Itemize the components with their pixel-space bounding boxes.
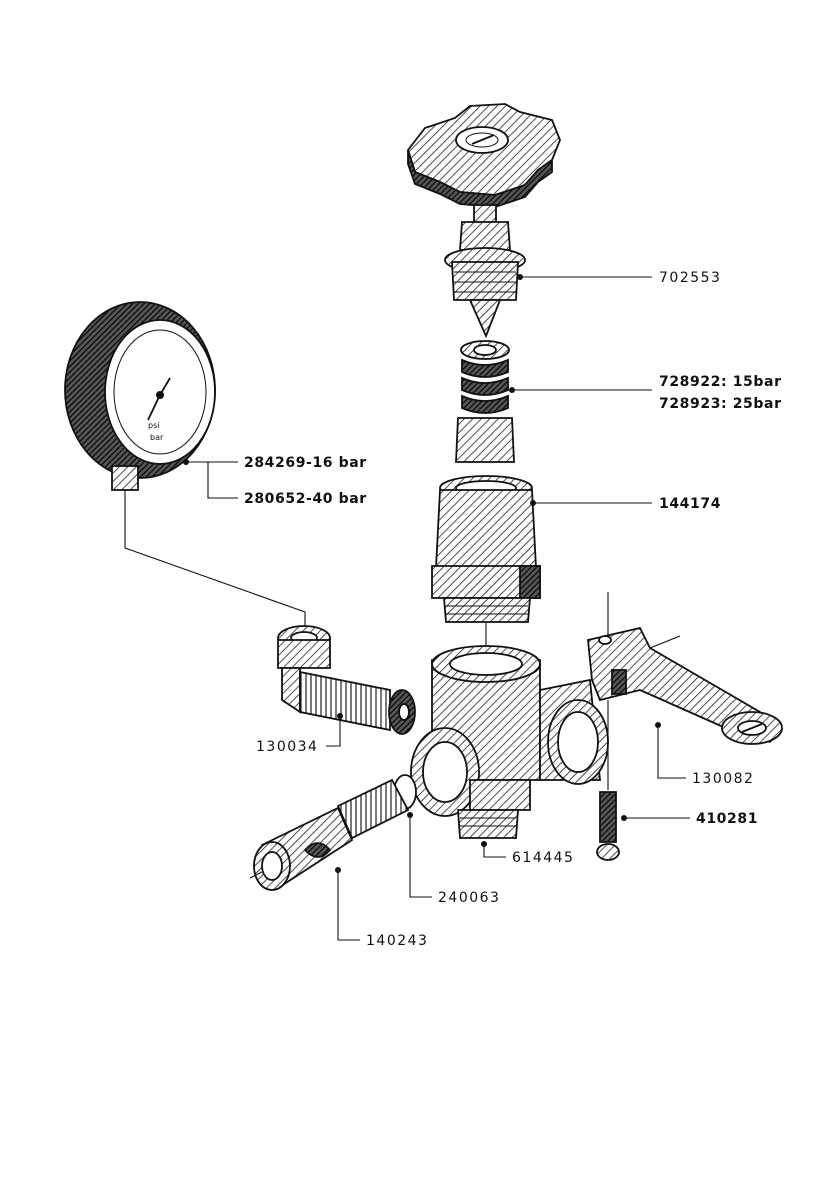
label-144174: 144174 xyxy=(659,496,721,512)
label-130082: 130082 xyxy=(692,771,754,787)
gauge-connection-line xyxy=(125,490,305,628)
gauge-unit-psi: psi xyxy=(148,421,159,430)
label-280652: 280652-40 bar xyxy=(244,491,367,507)
label-728922: 728922: 15bar xyxy=(659,374,782,390)
gauge-elbow xyxy=(278,626,415,734)
hose-elbow xyxy=(250,780,408,890)
lever xyxy=(588,592,782,744)
label-702553: 702553 xyxy=(659,270,721,286)
label-240063: 240063 xyxy=(438,890,500,906)
label-728923: 728923: 25bar xyxy=(659,396,782,412)
valve-body xyxy=(411,622,608,838)
valve-stem-assembly xyxy=(445,205,525,336)
label-130034: 130034 xyxy=(256,739,318,755)
label-140243: 140243 xyxy=(366,933,428,949)
label-284269: 284269-16 bar xyxy=(244,455,367,471)
handwheel xyxy=(408,104,560,207)
spring xyxy=(456,341,514,462)
gauge-unit-bar: bar xyxy=(150,433,164,442)
label-410281: 410281 xyxy=(696,811,758,827)
bonnet xyxy=(432,476,540,622)
label-614445: 614445 xyxy=(512,850,574,866)
